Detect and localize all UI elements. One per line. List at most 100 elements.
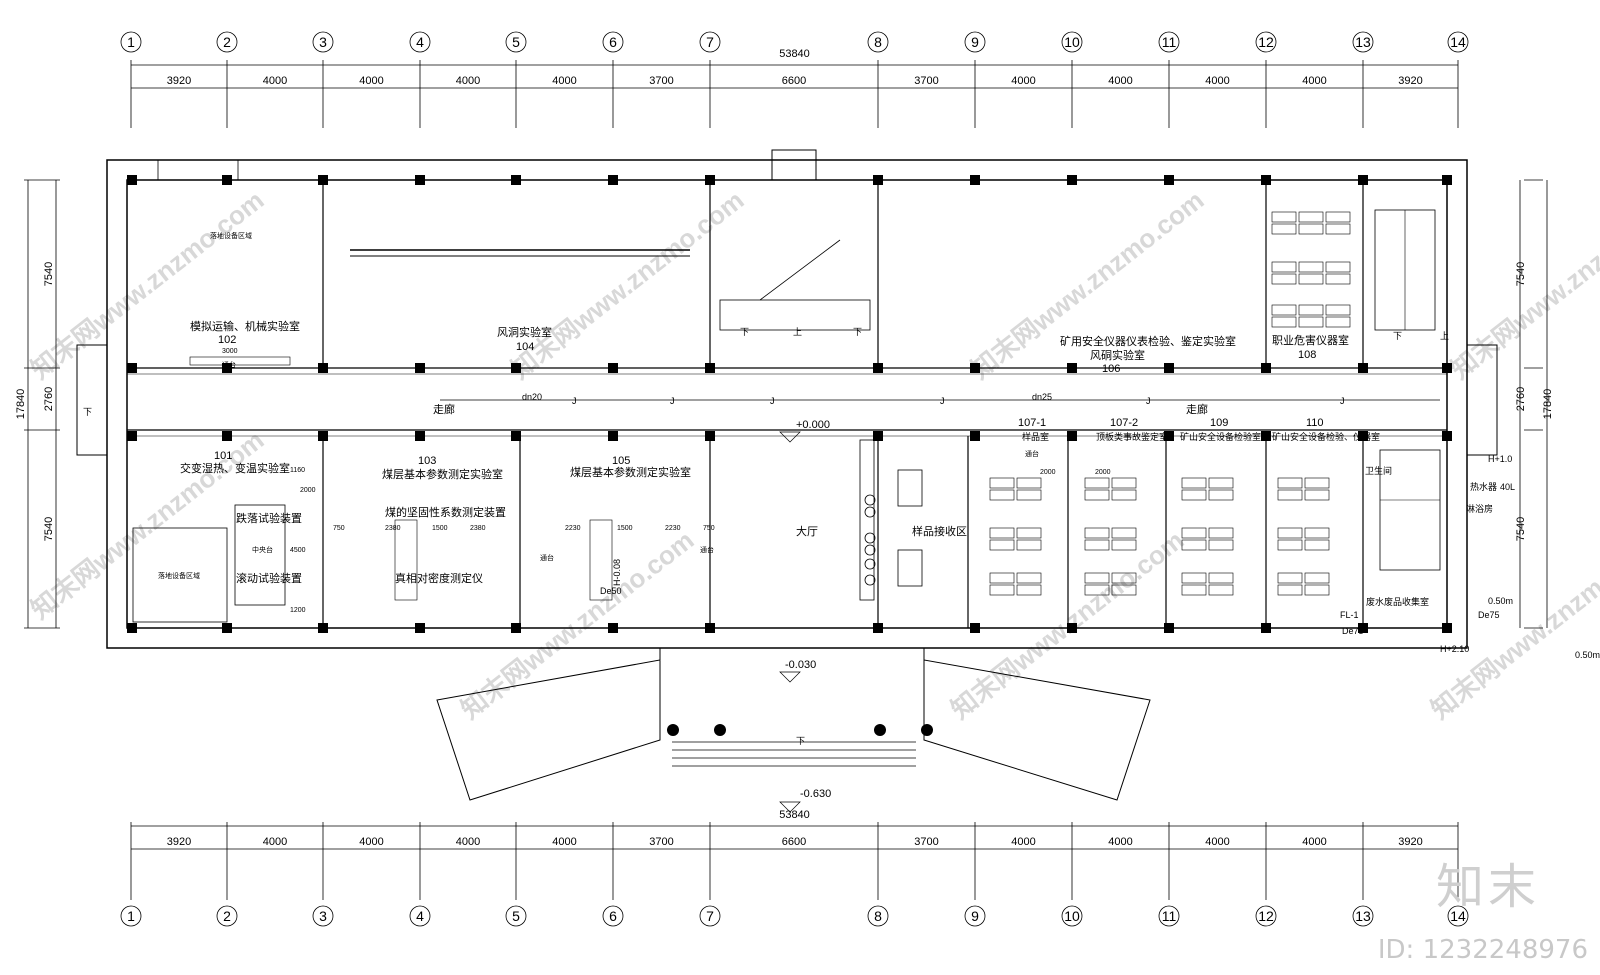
pipe-de75-b: De75 bbox=[1478, 610, 1500, 620]
structural-column bbox=[222, 363, 232, 373]
dim-750-b: 750 bbox=[703, 525, 715, 532]
pillar-markers bbox=[667, 724, 933, 736]
sample-rack bbox=[1298, 273, 1324, 285]
structural-column bbox=[1442, 431, 1452, 441]
sample-rack bbox=[1208, 527, 1234, 539]
side-total-label: 17840 bbox=[1542, 389, 1554, 420]
r107-1-number: 107-1 bbox=[1018, 417, 1046, 429]
grid-bubble-top bbox=[1447, 31, 1469, 53]
elevation-0: +0.000 bbox=[796, 419, 830, 431]
grid-label-bottom: 6 bbox=[609, 908, 617, 924]
counter-label-r103: 通台 bbox=[540, 553, 554, 562]
r105-number: 105 bbox=[612, 455, 630, 467]
structural-column bbox=[415, 623, 425, 633]
r103-eq1: 煤的坚固性系数测定装置 bbox=[385, 505, 506, 519]
grid-label-top: 9 bbox=[971, 34, 979, 50]
r109-number: 109 bbox=[1210, 417, 1228, 429]
structural-column bbox=[873, 623, 883, 633]
canopy-down-label: 下 bbox=[796, 736, 805, 746]
watermark-text: 知末网www.znzmo.com bbox=[455, 525, 699, 725]
r101-number: 101 bbox=[214, 450, 232, 462]
dim-1500-b: 1500 bbox=[617, 525, 633, 532]
r103-number: 103 bbox=[418, 455, 436, 467]
r102-dim: 3000 bbox=[222, 348, 238, 355]
pipe-j-2: J bbox=[670, 396, 675, 406]
structural-column bbox=[970, 175, 980, 185]
pipe-dn20: dn20 bbox=[522, 392, 542, 402]
dim-2380-b: 2380 bbox=[470, 525, 486, 532]
span-dim-label: 4000 bbox=[456, 75, 480, 87]
column-layer bbox=[127, 175, 1452, 633]
grid-bubble-top bbox=[867, 31, 889, 53]
corridor-label-right: 走廊 bbox=[1186, 402, 1208, 416]
r108-number: 108 bbox=[1298, 349, 1316, 361]
dim-1500-a: 1500 bbox=[432, 525, 448, 532]
height-h210: H+2.10 bbox=[1440, 644, 1469, 654]
sample-rack bbox=[1304, 584, 1330, 596]
pipe-j-1: J bbox=[572, 396, 577, 406]
structural-column bbox=[608, 431, 618, 441]
sample-rack bbox=[1298, 211, 1324, 223]
grid-label-top: 2 bbox=[223, 34, 231, 50]
sample-rack bbox=[1298, 261, 1324, 273]
structural-column bbox=[608, 175, 618, 185]
grid-bubble-bottom bbox=[699, 905, 721, 927]
structural-column bbox=[318, 363, 328, 373]
grid-bubble-top bbox=[1061, 31, 1083, 53]
r104-number: 104 bbox=[516, 341, 534, 353]
dim-1160-r101: 1160 bbox=[290, 467, 305, 474]
elevation-2: -0.630 bbox=[800, 788, 831, 800]
side-span-label: 2760 bbox=[43, 387, 55, 411]
sample-rack bbox=[1208, 572, 1234, 584]
r101-center-table: 中央台 bbox=[252, 545, 273, 554]
structural-column bbox=[318, 431, 328, 441]
grid-bubble-bottom bbox=[409, 905, 431, 927]
sample-rack bbox=[1277, 539, 1303, 551]
span-dim-label: 4000 bbox=[1302, 836, 1326, 848]
sample-rack bbox=[1298, 223, 1324, 235]
sample-rack bbox=[1016, 527, 1042, 539]
watermark-text: 知末网www.znzmo.com bbox=[505, 185, 749, 385]
structural-column bbox=[222, 431, 232, 441]
structural-column bbox=[415, 363, 425, 373]
r109-name: 矿山安全设备检验室 bbox=[1180, 431, 1261, 442]
sample-rack bbox=[1325, 261, 1351, 273]
height-h008: H-0.08 bbox=[612, 559, 622, 586]
water-heater-volume: 40L bbox=[1500, 482, 1515, 492]
sample-rack bbox=[1325, 211, 1351, 223]
grid-label-top: 5 bbox=[512, 34, 520, 50]
sample-rack bbox=[1084, 527, 1110, 539]
sample-rack bbox=[1277, 527, 1303, 539]
structural-column bbox=[511, 175, 521, 185]
span-dim-label: 3700 bbox=[914, 75, 938, 87]
structural-column bbox=[127, 431, 137, 441]
sample-rack bbox=[1016, 572, 1042, 584]
counter-label-r105: 通台 bbox=[700, 545, 714, 554]
span-dim-label: 4000 bbox=[263, 836, 287, 848]
sample-rack bbox=[989, 572, 1015, 584]
r110-number: 110 bbox=[1306, 417, 1324, 429]
r104-name: 风洞实验室 bbox=[497, 325, 552, 339]
sample-rack bbox=[1304, 539, 1330, 551]
span-dim-label: 3920 bbox=[167, 75, 191, 87]
grid-label-bottom: 2 bbox=[223, 908, 231, 924]
structural-column bbox=[222, 623, 232, 633]
dim-050-a: 0.50m bbox=[1488, 596, 1513, 606]
sample-rack bbox=[1325, 223, 1351, 235]
r102-area-label: 落地设备区域 bbox=[210, 231, 252, 240]
grid-bubble-bottom bbox=[1447, 905, 1469, 927]
grid-label-bottom: 9 bbox=[971, 908, 979, 924]
grid-bubble-top bbox=[964, 31, 986, 53]
sample-rack bbox=[1111, 477, 1137, 489]
sample-rack bbox=[1181, 527, 1207, 539]
total-dim-label: 53840 bbox=[779, 48, 810, 60]
structural-column bbox=[511, 431, 521, 441]
structural-column bbox=[1067, 623, 1077, 633]
structural-column bbox=[415, 175, 425, 185]
span-dim-label: 4000 bbox=[1108, 75, 1132, 87]
sample-rack bbox=[1298, 304, 1324, 316]
brand-id: ID: 1232248976 bbox=[1377, 935, 1588, 965]
dim-750-a: 750 bbox=[333, 525, 345, 532]
span-dim-label: 4000 bbox=[1205, 75, 1229, 87]
